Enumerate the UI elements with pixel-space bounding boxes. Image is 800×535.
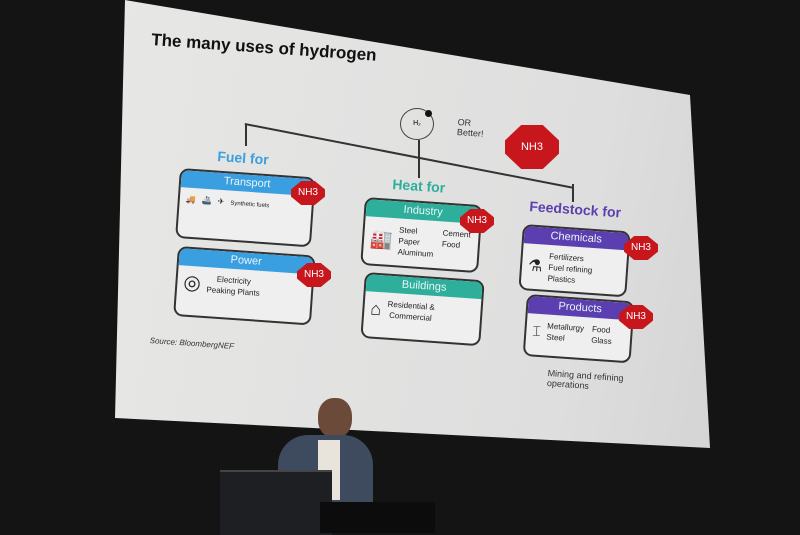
factory-icon: 🏭 xyxy=(369,228,394,250)
nh3-badge-products: NH3 xyxy=(619,305,653,329)
connector-line xyxy=(245,124,247,146)
ship-icon: 🚢 xyxy=(201,195,213,206)
nh3-badge-industry: NH3 xyxy=(460,209,494,233)
nh3-badge-power: NH3 xyxy=(297,263,331,287)
podium xyxy=(320,502,435,533)
connector-line xyxy=(418,140,420,178)
laptop xyxy=(220,470,332,535)
products-item: Steel xyxy=(546,332,565,343)
truck-icon: 🚚 xyxy=(185,194,197,205)
h2-molecule-icon: H₂ xyxy=(400,108,434,140)
turbine-icon: ◎ xyxy=(182,270,202,295)
connector-line xyxy=(572,184,574,202)
house-icon: ⌂ xyxy=(369,297,383,319)
industry-item: Aluminum xyxy=(397,247,434,259)
buildings-item: Commercial xyxy=(388,310,433,323)
electron-dot xyxy=(425,110,432,117)
plane-icon: ✈ xyxy=(217,197,225,207)
synthetic-fuels-label: Synthetic fuels xyxy=(230,200,270,210)
steel-beam-icon: ⌶ xyxy=(531,321,542,339)
flask-icon: ⚗ xyxy=(527,257,543,276)
products-item: Glass xyxy=(590,335,612,347)
nh3-badge-transport: NH3 xyxy=(291,181,325,205)
h2-label: H₂ xyxy=(413,120,421,127)
transport-box: Transport 🚚🚢✈Synthetic fuels xyxy=(175,168,316,248)
or-better-text: OR Better! xyxy=(456,117,484,139)
buildings-box: Buildings ⌂Residential &Commercial xyxy=(360,272,485,347)
power-item: Peaking Plants xyxy=(206,285,261,298)
speaker-head xyxy=(318,398,352,438)
nh3-large-badge: NH3 xyxy=(505,125,559,169)
nh3-badge-chemicals: NH3 xyxy=(624,236,658,260)
industry-item: Food xyxy=(441,239,461,250)
